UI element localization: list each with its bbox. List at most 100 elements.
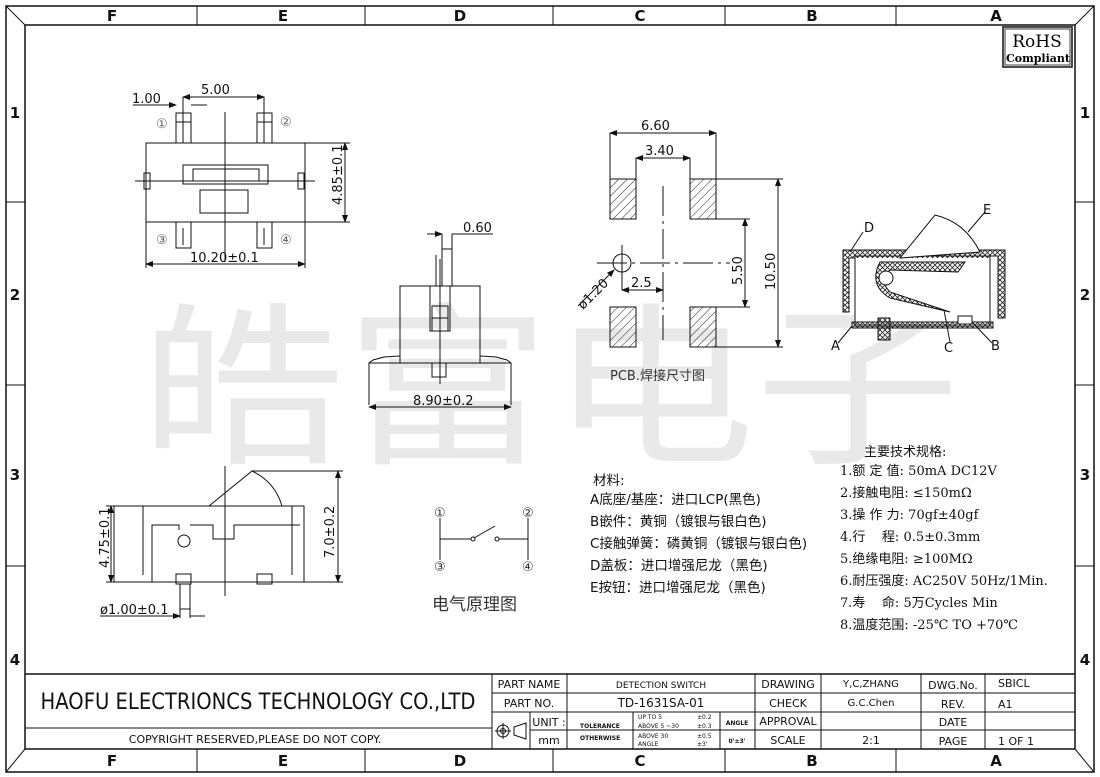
section-view — [837, 211, 1006, 344]
tol-range: UP TO 5 — [638, 714, 662, 721]
dwg-no-value: SBICL — [998, 677, 1030, 690]
scale-value: 2:1 — [862, 734, 880, 747]
dim-outer: 6.60 — [641, 119, 670, 134]
top-view-labels: 1.00 5.00 4.85±0.1 10.20±0.1 ① ② ③ ④ — [132, 83, 346, 266]
front-view — [368, 231, 512, 410]
title-block-text: HAOFU ELECTRIONCS TECHNOLOGY CO.,LTD COP… — [41, 677, 1034, 748]
part-name-label: PART NAME — [498, 678, 561, 691]
schematic-labels: ① ② ③ ④ — [434, 506, 534, 575]
grid-col-label: C — [634, 7, 645, 25]
watermark: 皓富电子 — [140, 289, 960, 492]
grid-row-label: 4 — [10, 651, 20, 669]
grid-col-label: D — [454, 752, 466, 770]
grid-labels: F E D C B A F E D C B A 1 2 3 4 1 2 3 4 — [10, 7, 1090, 770]
spec-item: 6.耐压强度: AC250V 50Hz/1Min. — [840, 573, 1048, 589]
pin-label: ② — [522, 506, 534, 521]
materials-title: 材料: — [593, 473, 625, 489]
tol-range: ABOVE 5 ~30 — [638, 723, 679, 730]
tol-value: ±0.5 — [697, 733, 712, 740]
rev-value: A1 — [998, 698, 1013, 711]
part-no-label: PART NO. — [504, 697, 554, 710]
grid-col-label: A — [990, 752, 1002, 770]
grid-col-label: C — [634, 752, 645, 770]
pin-label: ① — [156, 117, 168, 132]
spec-item: 5.绝缘电阻: ≥100MΩ — [840, 551, 973, 567]
pin-label: ③ — [156, 233, 168, 248]
dim-post: ø1.00±0.1 — [100, 603, 168, 618]
rev-label: REV. — [941, 698, 965, 711]
pin-label: ④ — [280, 233, 292, 248]
part-label-a: A — [831, 339, 840, 354]
part-name-value: DETECTION SWITCH — [616, 681, 706, 691]
material-item: A底座/基座：进口LCP(黑色) — [590, 491, 761, 508]
tol-range: ABOVE 30 — [638, 733, 668, 740]
material-item: E按钮：进口增强尼龙（黑色) — [590, 579, 766, 596]
projection-symbol-icon — [495, 722, 527, 740]
grid-row-label: 2 — [1080, 286, 1090, 304]
dim-width: 10.20±0.1 — [190, 251, 259, 266]
dim-height: 4.85±0.1 — [331, 144, 346, 205]
grid-col-label: E — [278, 7, 288, 25]
schematic-caption: 电气原理图 — [432, 595, 517, 615]
grid-row-label: 2 — [10, 286, 20, 304]
pin-label: ③ — [434, 560, 446, 575]
dim-body-height: 4.75±0.1 — [98, 507, 113, 568]
schematic — [439, 518, 529, 560]
dim-inner: 3.40 — [645, 144, 674, 159]
dim-actuator: 0.60 — [463, 221, 492, 236]
pin-label: ② — [280, 115, 292, 130]
check-value: G.C.Chen — [848, 698, 895, 709]
title-block — [25, 673, 1075, 749]
tol-value: ±0.2 — [697, 714, 712, 721]
dim-inner-height: 5.50 — [731, 256, 746, 285]
grid-col-label: E — [278, 752, 288, 770]
tol-value: ±3' — [697, 741, 708, 748]
company-name: HAOFU ELECTRIONCS TECHNOLOGY CO.,LTD — [41, 690, 476, 715]
unit-value: mm — [538, 734, 559, 747]
grid-col-label: A — [990, 7, 1002, 25]
material-item: C接触弹簧：磷黄铜（镀银与银白色) — [590, 535, 807, 552]
approval-label: APPROVAL — [759, 715, 817, 728]
angle-value: 0'±3' — [728, 738, 745, 745]
pin-label: ④ — [522, 560, 534, 575]
spec-item: 7.寿 命: 5万Cycles Min — [840, 595, 998, 611]
drawing-value: Y,C,ZHANG — [842, 679, 899, 690]
dim-pin-width: 1.00 — [132, 92, 161, 107]
copyright-notice: COPYRIGHT RESERVED,PLEASE DO NOT COPY. — [129, 733, 381, 746]
part-label-b: B — [991, 339, 1000, 354]
otherwise-label: OTHERWISE — [580, 735, 620, 742]
dim-outer-height: 10.50 — [764, 253, 779, 290]
grid-row-label: 3 — [1080, 466, 1090, 484]
dim-width: 8.90±0.2 — [413, 394, 474, 409]
pcb-caption: PCB.焊接尺寸图 — [610, 368, 705, 384]
page-label: PAGE — [939, 735, 968, 748]
dwg-no-label: DWG.No. — [928, 679, 978, 692]
rohs-subtitle: Compliant — [1006, 52, 1071, 65]
material-item: B嵌件：黄铜（镀银与银白色) — [590, 513, 767, 530]
side-view — [100, 466, 343, 619]
specs-list: 主要技术规格: 1.额 定 值: 50mA DC12V 2.接触电阻: ≤150… — [840, 444, 1048, 633]
page-value: 1 OF 1 — [998, 735, 1034, 748]
pin-label: ① — [434, 506, 446, 521]
angle-label: ANGLE — [726, 720, 749, 727]
spec-item: 3.操 作 力: 70gf±40gf — [840, 507, 980, 523]
materials-list: 材料: A底座/基座：进口LCP(黑色) B嵌件：黄铜（镀银与银白色) C接触弹… — [590, 473, 807, 596]
spec-item: 4.行 程: 0.5±0.3mm — [840, 530, 980, 545]
grid-row-label: 1 — [10, 104, 20, 122]
part-label-e: E — [983, 203, 991, 218]
drawing-label: DRAWING — [761, 678, 814, 691]
dim-pin-pitch: 5.00 — [201, 83, 230, 98]
grid-col-label: D — [454, 7, 466, 25]
date-label: DATE — [939, 716, 968, 729]
part-label-c: C — [944, 341, 953, 356]
section-view-labels: A B C D E — [831, 203, 1000, 356]
drawing-frame — [5, 5, 1095, 773]
specs-title: 主要技术规格: — [864, 444, 946, 460]
spec-item: 8.温度范围: -25℃ TO +70℃ — [840, 617, 1018, 633]
tol-range: ANGLE — [638, 741, 659, 748]
tol-value: ±0.3 — [697, 723, 712, 730]
material-item: D盖板：进口增强尼龙（黑色) — [590, 557, 768, 574]
grid-row-label: 4 — [1080, 651, 1090, 669]
spec-item: 2.接触电阻: ≤150mΩ — [840, 485, 972, 501]
